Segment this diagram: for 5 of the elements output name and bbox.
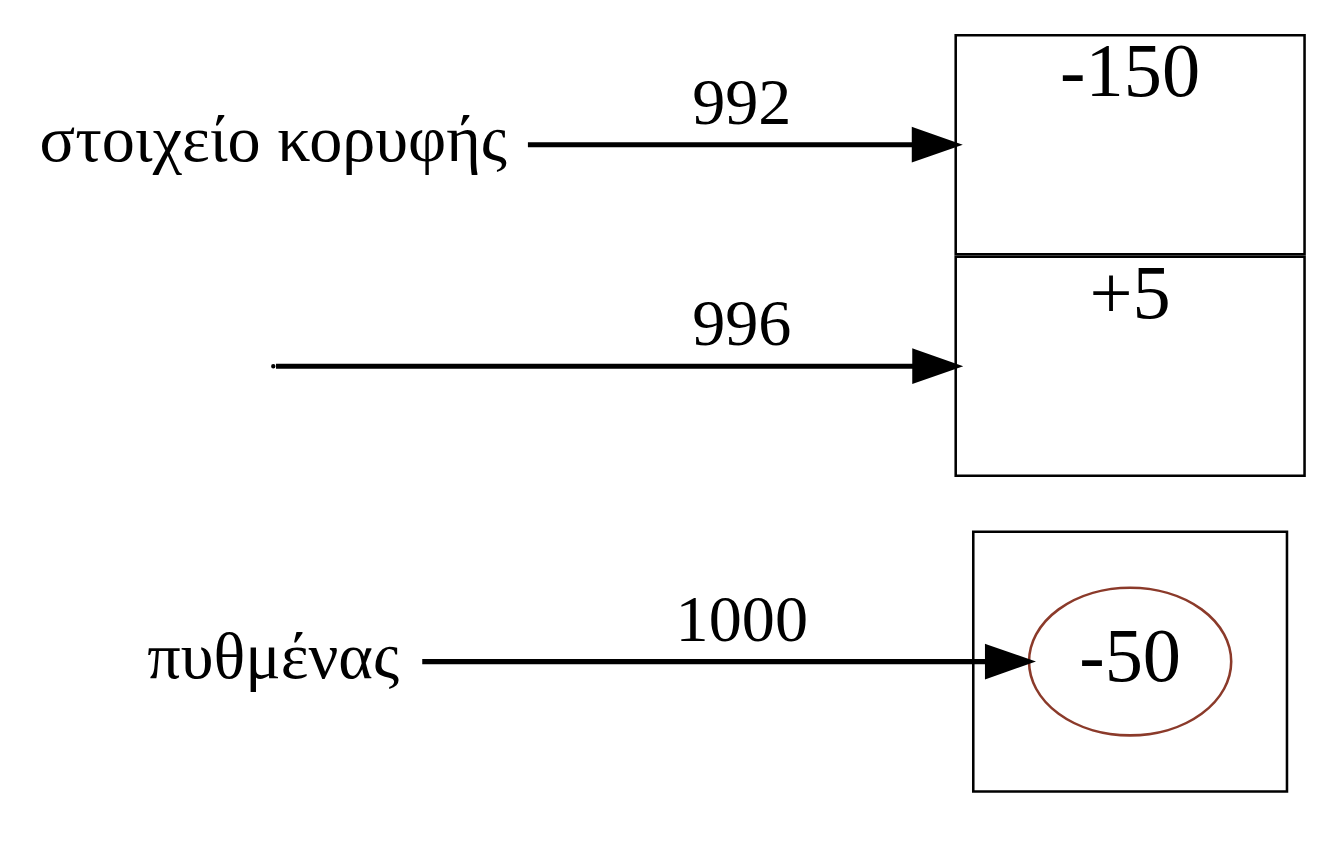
edge-label: 1000 (675, 581, 808, 655)
node-text: στοιχείο κορυφής (39, 101, 508, 175)
node-text: πυθμένας (147, 618, 400, 692)
edge-label: 992 (692, 64, 792, 138)
edge-label: 996 (692, 285, 792, 359)
